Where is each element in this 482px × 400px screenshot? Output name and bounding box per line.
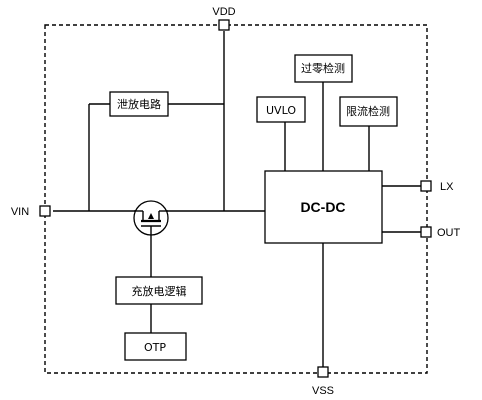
current-limit-detect-label: 限流检测	[346, 104, 390, 118]
charge-discharge-logic-block: 充放电逻辑	[115, 276, 203, 305]
discharge-circuit-block: 泄放电路	[109, 91, 169, 117]
pin-out: OUT	[420, 226, 461, 239]
pin-vss-label: VSS	[312, 385, 334, 397]
uvlo-label: UVLO	[266, 104, 296, 117]
pin-out-label: OUT	[437, 227, 461, 239]
zero-cross-detect-block: 过零检测	[294, 54, 353, 83]
pin-vdd: VDD	[212, 6, 236, 31]
otp-label: OTP	[144, 341, 166, 354]
zero-cross-detect-label: 过零检测	[301, 61, 345, 75]
current-limit-detect-block: 限流检测	[339, 96, 398, 127]
chip-boundary	[44, 24, 428, 374]
pin-vdd-label: VDD	[212, 6, 235, 18]
uvlo-block: UVLO	[256, 96, 306, 123]
pin-vin: VIN	[11, 205, 51, 218]
dcdc-block: DC-DC	[264, 170, 383, 244]
pin-lx: LX	[420, 180, 454, 193]
otp-block: OTP	[124, 332, 187, 361]
wires	[53, 31, 421, 367]
charge-discharge-logic-label: 充放电逻辑	[132, 284, 187, 298]
discharge-circuit-label: 泄放电路	[117, 97, 161, 111]
mosfet-icon	[133, 200, 169, 236]
pin-vss: VSS	[312, 366, 334, 397]
pin-lx-label: LX	[440, 181, 454, 193]
dcdc-label: DC-DC	[300, 199, 345, 215]
pin-vin-label: VIN	[11, 206, 29, 218]
